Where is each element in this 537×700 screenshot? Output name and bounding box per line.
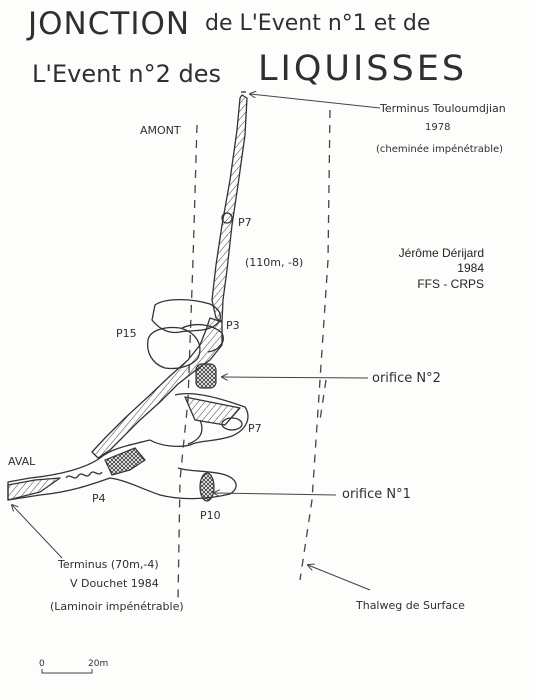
arrow-thalweg bbox=[308, 565, 371, 591]
terminus-bottom-line2: V Douchet 1984 bbox=[70, 577, 159, 590]
scale-start: 0 bbox=[39, 659, 45, 669]
credit-org: FFS - CRPS bbox=[417, 277, 484, 291]
title-word-jonction: JONCTION bbox=[26, 6, 190, 42]
shaft-p7-top-symbol bbox=[221, 212, 233, 224]
title-word-liquisses: LIQUISSES bbox=[258, 49, 467, 89]
scale-bar bbox=[41, 669, 93, 674]
orifice-2-symbol bbox=[195, 363, 217, 389]
label-orifice-1: orifice N°1 bbox=[342, 487, 411, 502]
title-line2-start: L'Event n°2 des bbox=[32, 60, 221, 88]
dashed-gap-filler bbox=[319, 379, 327, 421]
arrow-terminus-bottom bbox=[12, 505, 63, 559]
label-aval: AVAL bbox=[8, 455, 36, 468]
chamber-p3-outline bbox=[181, 323, 224, 353]
lower-hatched-section bbox=[7, 477, 61, 501]
terminus-top-line2: 1978 bbox=[425, 122, 450, 133]
credit-year: 1984 bbox=[457, 261, 484, 275]
chamber-inner-wall bbox=[187, 419, 203, 445]
label-stats: (110m, -8) bbox=[245, 256, 303, 269]
label-p4: P4 bbox=[92, 492, 106, 505]
label-p15: P15 bbox=[116, 327, 137, 340]
lower-crosshatch-section bbox=[104, 447, 146, 476]
terminus-top-line3: (cheminée impénétrable) bbox=[376, 143, 503, 155]
arrow-terminus-top bbox=[250, 94, 381, 109]
arrow-orifice-2 bbox=[222, 377, 369, 378]
terminus-bottom-line1: Terminus (70m,-4) bbox=[57, 558, 159, 571]
upper-passage bbox=[211, 94, 248, 323]
label-orifice-2: orifice N°2 bbox=[372, 371, 441, 386]
scale-end: 20m bbox=[88, 659, 108, 669]
label-p3: P3 bbox=[226, 319, 240, 332]
title-line1-rest: de L'Event n°1 et de bbox=[205, 11, 430, 36]
label-p7-lower: P7 bbox=[248, 422, 262, 435]
label-thalweg: Thalweg de Surface bbox=[355, 599, 465, 612]
sinuous-laminoir bbox=[65, 471, 103, 479]
label-p7-top: P7 bbox=[238, 216, 252, 229]
shaft-p10-symbol bbox=[199, 472, 215, 502]
right-dashed-boundary bbox=[299, 109, 331, 581]
label-amont: AMONT bbox=[140, 124, 181, 137]
label-p10: P10 bbox=[200, 509, 221, 522]
main-diagonal-passage bbox=[91, 317, 223, 459]
terminus-top-line1: Terminus Touloumdjian bbox=[379, 102, 506, 115]
credit-author: Jérôme Dérijard bbox=[399, 246, 484, 260]
lower-passage bbox=[7, 439, 237, 501]
hatched-lower-right bbox=[184, 396, 241, 426]
terminus-bottom-line3: (Laminoir impénétrable) bbox=[50, 600, 184, 613]
arrow-orifice-1 bbox=[214, 493, 337, 495]
shaft-p7-lower-symbol bbox=[221, 417, 243, 431]
chamber-p7-lower bbox=[149, 393, 249, 447]
